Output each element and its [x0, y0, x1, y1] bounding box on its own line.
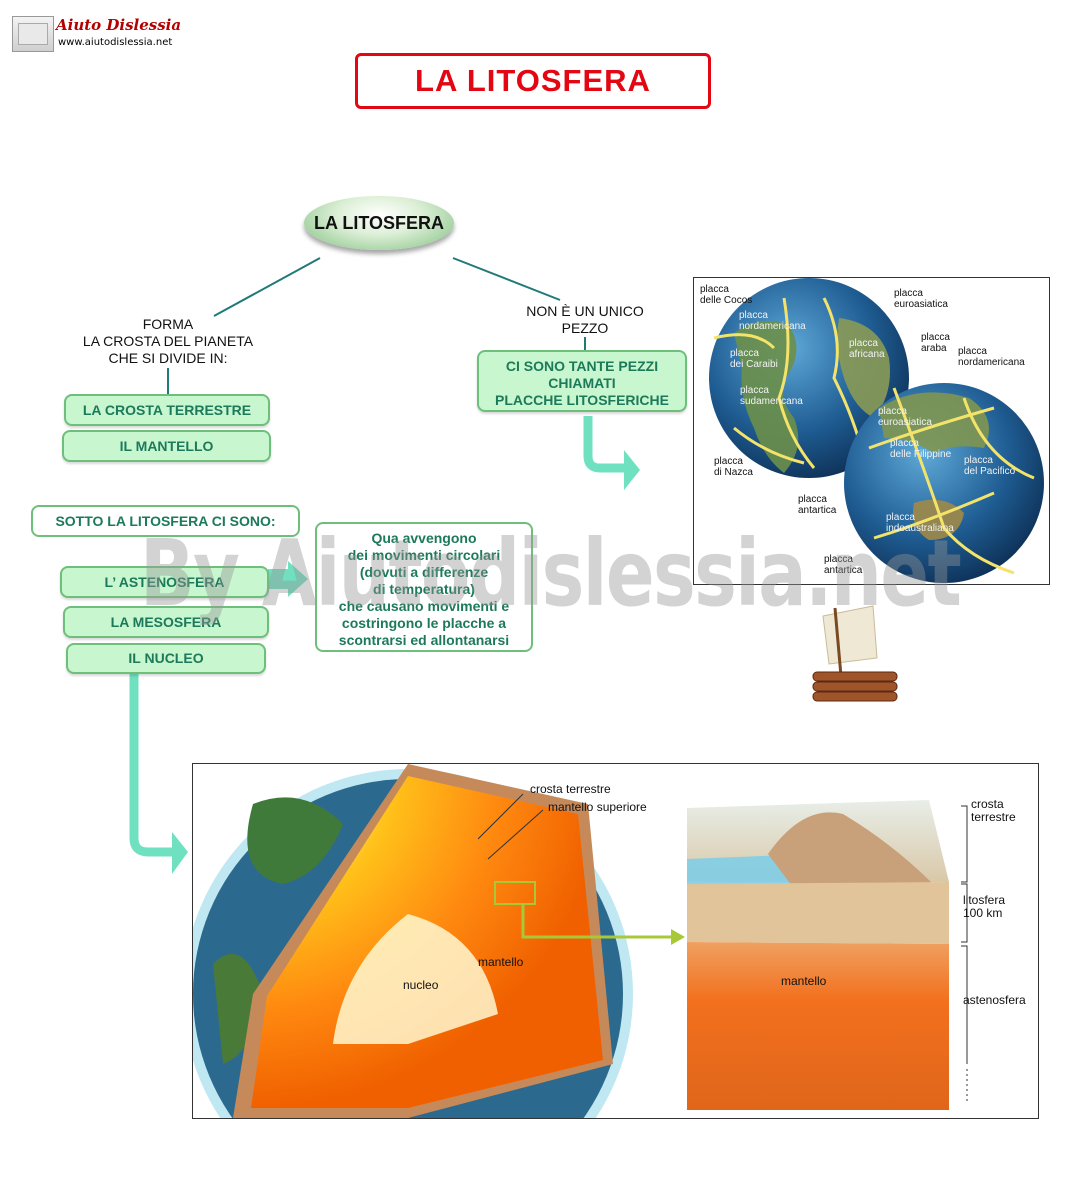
label-mantello: mantello: [478, 955, 524, 969]
raft-illustration: [812, 605, 898, 702]
placche-line-1: CI SONO TANTE PEZZI: [505, 358, 659, 374]
earth-structure-diagram: crosta terrestre mantello superiore mant…: [192, 763, 1039, 1119]
label-block-astenosfera: astenosfera: [963, 993, 1026, 1007]
box-astenosfera: L’ ASTENOSFERA: [60, 566, 269, 598]
logo-url: www.aiutodislessia.net: [58, 37, 173, 48]
arrow-head-note: [288, 561, 308, 597]
asia-land: [879, 392, 989, 453]
earth-cutaway: [193, 764, 968, 1118]
arrow-head-earth: [172, 832, 188, 874]
logo-title: Aiuto Dislessia: [56, 16, 182, 34]
note-line-7: scontrarsi ed allontanarsi: [338, 632, 510, 648]
root-node: LA LITOSFERA: [304, 196, 454, 250]
box-movimenti-note: Qua avvengono dei movimenti circolari (d…: [315, 522, 533, 652]
land-1: [247, 797, 343, 884]
arrow-to-earth: [129, 672, 176, 857]
connector-root-left: [213, 257, 321, 317]
plate-boundaries-west: [713, 297, 866, 469]
label-mantello-superiore: mantello superiore: [548, 800, 647, 814]
plates-globes: [709, 278, 1044, 583]
box-mantello: IL MANTELLO: [62, 430, 271, 462]
inset-arrow: [521, 904, 673, 939]
placche-line-3: PLACCHE LITOSFERICHE: [495, 392, 669, 408]
right-text-line-2: PEZZO: [561, 320, 609, 336]
note-line-4: di temperatura): [373, 581, 475, 597]
box-placche: CI SONO TANTE PEZZI CHIAMATI PLACCHE LIT…: [477, 350, 687, 412]
africa-land: [837, 318, 890, 418]
box-crosta-terrestre: LA CROSTA TERRESTRE: [64, 394, 270, 426]
label-nucleo: nucleo: [403, 978, 439, 992]
note-line-6: costringono le placche a: [341, 615, 507, 631]
left-text-line-2: LA CROSTA DEL PIANETA: [82, 333, 254, 349]
americas-land: [734, 320, 799, 473]
block-asthenosphere: [687, 942, 949, 1110]
arrow-to-map: [583, 416, 628, 473]
box-sotto-litosfera: SOTTO LA LITOSFERA CI SONO:: [31, 505, 300, 537]
left-text-line-1: FORMA: [142, 316, 194, 332]
plate-boundaries-east: [868, 387, 1035, 575]
placche-line-2: CHIAMATI: [548, 375, 616, 391]
watermark: By Aiutodislessia.net: [140, 520, 962, 627]
core-layer: [333, 914, 498, 1044]
arrow-head-map: [624, 450, 640, 490]
left-text-line-3: CHE SI DIVIDE IN:: [108, 350, 228, 366]
inset-marker: [494, 881, 536, 905]
left-branch-text: FORMA LA CROSTA DEL PIANETA CHE SI DIVID…: [68, 316, 268, 367]
label-crosta-terrestre: crosta terrestre: [530, 782, 611, 796]
note-line-1: Qua avvengono: [371, 530, 477, 546]
logo-icon: [12, 16, 54, 52]
inset-arrow-head: [671, 929, 685, 945]
box-nucleo: IL NUCLEO: [66, 643, 266, 674]
label-block-mantello: mantello: [781, 974, 827, 988]
note-line-5: che causano movimenti e: [338, 598, 510, 614]
note-line-2: dei movimenti circolari: [347, 547, 501, 563]
block-lithosphere: [687, 882, 949, 944]
page-title: LA LITOSFERA: [355, 53, 711, 109]
connector-root-right: [452, 257, 561, 301]
box-mesosfera: LA MESOSFERA: [63, 606, 269, 638]
arrow-body-note: [268, 569, 290, 589]
note-line-3: (dovuti a differenze: [359, 564, 489, 580]
right-branch-text: NON È UN UNICO PEZZO: [505, 303, 665, 337]
raft-mast: [833, 607, 843, 677]
right-text-line-1: NON È UN UNICO: [526, 303, 644, 319]
